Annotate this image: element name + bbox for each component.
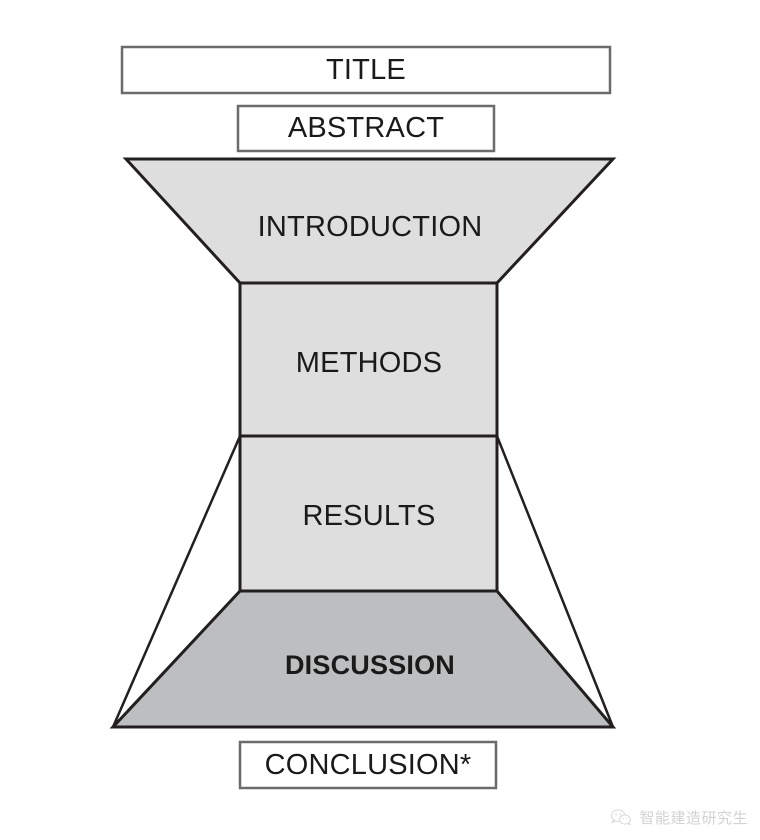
title-box [120, 45, 612, 95]
discussion-label: DISCUSSION [284, 649, 456, 680]
abstract-box [236, 104, 496, 153]
watermark: 智能建造研究生 [610, 807, 748, 828]
title-label: TITLE [326, 53, 406, 86]
outer-diagonal-left [111, 435, 242, 728]
results-label: RESULTS [302, 499, 436, 532]
watermark-text: 智能建造研究生 [639, 809, 748, 827]
wechat-logo-icon [610, 809, 632, 826]
outer-diagonal-right [495, 435, 615, 728]
conclusion-label: CONCLUSION* [264, 748, 472, 781]
methods-rect [238, 281, 499, 438]
results-rect [238, 434, 499, 593]
conclusion-box [238, 740, 498, 790]
abstract-label: ABSTRACT [287, 112, 445, 144]
introduction-label: INTRODUCTION [257, 210, 483, 243]
methods-label: METHODS [295, 346, 443, 379]
